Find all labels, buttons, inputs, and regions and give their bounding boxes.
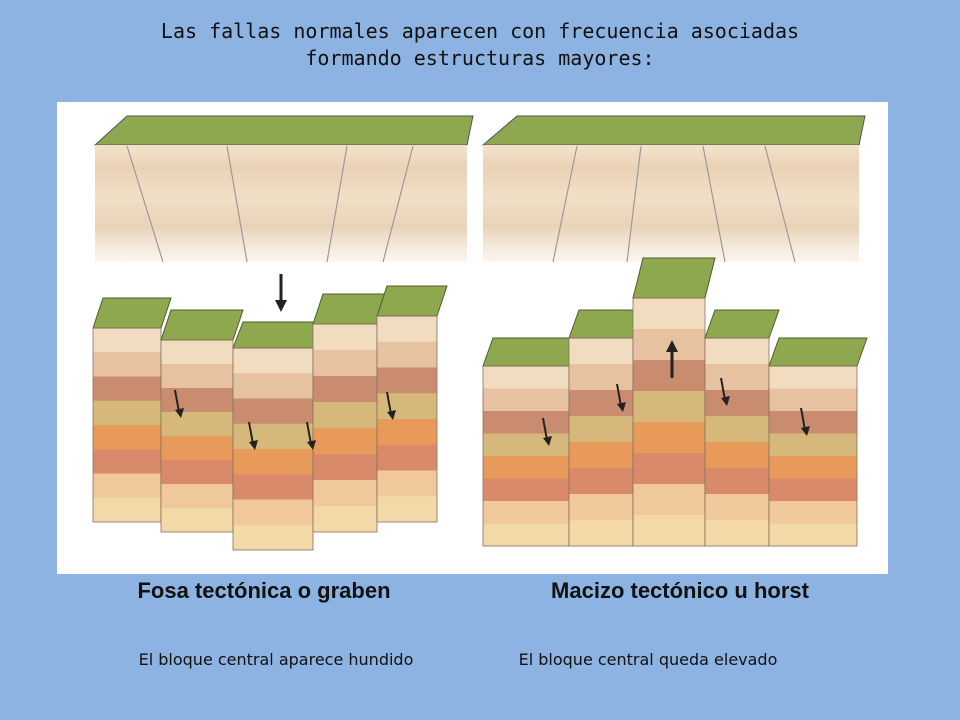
horst-left-block	[482, 337, 580, 547]
horst-central-block	[632, 257, 716, 547]
graben-before-block	[93, 115, 474, 263]
fault-slip-arrow-icon	[174, 389, 184, 418]
title-line-2: formando estructuras mayores:	[305, 46, 655, 70]
up-arrow-icon	[666, 340, 678, 378]
horst-description: El bloque central queda elevado	[518, 650, 778, 669]
fault-slip-arrow-icon	[616, 383, 626, 412]
horst-caption: Macizo tectónico u horst	[551, 578, 809, 603]
graben-diagram	[92, 285, 448, 551]
horst-inner-left-block	[568, 309, 644, 547]
fault-slip-arrow-icon	[542, 417, 552, 446]
graben-caption: Fosa tectónica o graben	[137, 578, 391, 603]
fault-slip-arrow-icon	[386, 391, 396, 420]
fault-slip-arrow-icon	[248, 421, 258, 450]
fault-diagram-svg	[92, 115, 868, 551]
down-arrow-icon	[275, 274, 287, 312]
page-title: Las fallas normales aparecen con frecuen…	[0, 18, 960, 72]
fault-slip-arrow-icon	[800, 407, 810, 436]
graben-inner-right-block	[312, 293, 388, 533]
graben-left-block	[92, 297, 172, 523]
graben-central-block	[232, 321, 324, 551]
graben-description: El bloque central aparece hundido	[138, 650, 414, 669]
graben-inner-left-block	[160, 309, 244, 533]
horst-diagram	[482, 257, 868, 547]
title-line-1: Las fallas normales aparecen con frecuen…	[160, 19, 800, 43]
horst-right-block	[768, 337, 868, 547]
graben-right-block	[376, 285, 448, 523]
fault-slip-arrow-icon	[306, 421, 316, 450]
horst-before-block	[481, 115, 866, 263]
fault-diagram	[57, 102, 888, 574]
fault-slip-arrow-icon	[720, 377, 730, 406]
horst-inner-right-block	[704, 309, 780, 547]
